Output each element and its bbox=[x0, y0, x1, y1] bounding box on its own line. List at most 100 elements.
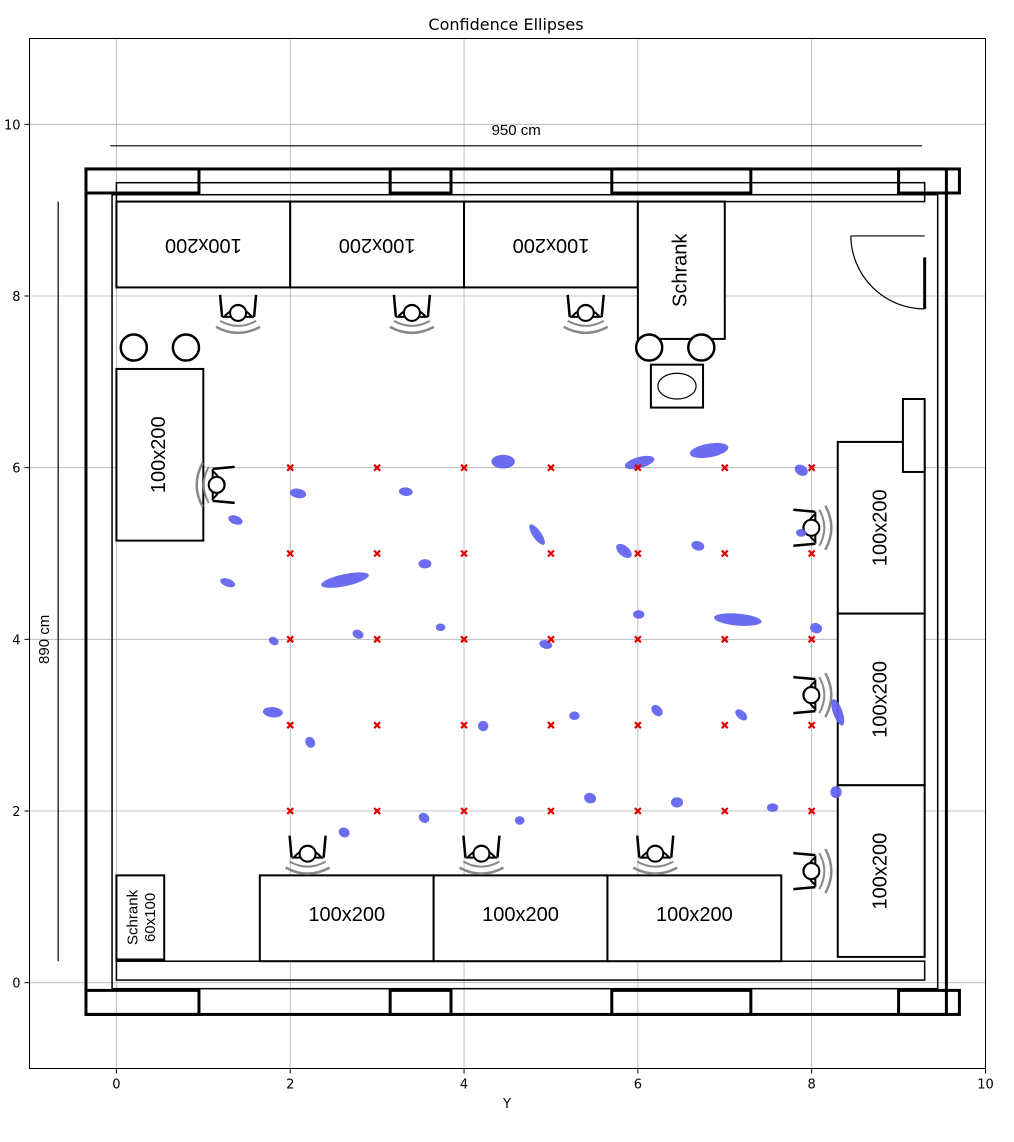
y-tick-label: 0 bbox=[12, 977, 20, 992]
inner-wall bbox=[111, 193, 939, 990]
desk-label-right: 100x200 bbox=[869, 489, 891, 566]
reference-point-marker bbox=[547, 721, 555, 729]
person-icon bbox=[458, 835, 505, 875]
x-tick-label: 2 bbox=[286, 1078, 294, 1093]
confidence-ellipse bbox=[338, 827, 350, 838]
confidence-ellipse bbox=[220, 578, 236, 588]
reference-point-marker bbox=[373, 721, 381, 729]
stool bbox=[687, 333, 716, 362]
floor-strip-bottom bbox=[115, 960, 926, 981]
reference-point-marker bbox=[286, 549, 295, 558]
reference-point-marker bbox=[720, 549, 729, 558]
confidence-ellipse bbox=[691, 540, 705, 551]
small-cabinet-label: Schrank bbox=[125, 889, 142, 945]
y-tick-label: 8 bbox=[12, 290, 20, 305]
confidence-ellipse bbox=[398, 487, 413, 497]
reference-point-marker bbox=[286, 635, 295, 644]
confidence-ellipse bbox=[491, 454, 515, 469]
confidence-ellipse bbox=[616, 543, 632, 558]
confidence-ellipse bbox=[305, 736, 316, 748]
y-tick-label: 10 bbox=[4, 118, 21, 133]
desk-right bbox=[836, 784, 926, 958]
window-bottom bbox=[610, 988, 753, 1016]
x-tick-label: 10 bbox=[977, 1078, 994, 1093]
desk-label-bottom: 100x200 bbox=[482, 904, 559, 926]
confidence-ellipse bbox=[262, 707, 283, 718]
x-tick-label: 6 bbox=[634, 1078, 642, 1093]
window-bottom bbox=[388, 988, 453, 1016]
confidence-ellipse bbox=[624, 455, 655, 470]
reference-point-marker bbox=[460, 463, 468, 472]
desk-bottom bbox=[258, 874, 435, 963]
reference-point-marker bbox=[547, 463, 555, 472]
desk-left bbox=[115, 367, 205, 542]
confidence-ellipse bbox=[418, 559, 432, 569]
reference-point-marker bbox=[460, 721, 468, 729]
desk-top bbox=[463, 200, 639, 289]
reference-marker-layer bbox=[286, 463, 816, 815]
confidence-ellipse bbox=[794, 464, 808, 476]
reference-point-marker bbox=[460, 635, 468, 644]
desk-label-top: 100x200 bbox=[165, 234, 242, 256]
desk-right bbox=[836, 612, 926, 787]
small-cabinet-size: 60x100 bbox=[142, 893, 159, 942]
window-bottom bbox=[84, 988, 201, 1016]
desk-top bbox=[289, 200, 466, 289]
confidence-ellipse bbox=[268, 636, 279, 646]
reference-point-marker bbox=[634, 463, 642, 472]
reference-point-marker bbox=[720, 721, 729, 729]
confidence-ellipse bbox=[289, 488, 307, 499]
desk-label-top: 100x200 bbox=[513, 234, 590, 256]
confidence-ellipse bbox=[435, 623, 446, 632]
reference-point-marker bbox=[807, 549, 816, 558]
confidence-ellipse bbox=[810, 622, 823, 634]
x-axis-label: Y bbox=[502, 1097, 511, 1112]
width-dimension-label: 950 cm bbox=[492, 122, 541, 139]
desk-bottom bbox=[606, 874, 783, 963]
confidence-ellipse bbox=[228, 515, 243, 525]
y-tick-label: 2 bbox=[12, 805, 20, 820]
radiator bbox=[901, 398, 926, 473]
reference-point-marker bbox=[634, 635, 642, 644]
confidence-ellipse bbox=[569, 711, 580, 721]
reference-point-marker bbox=[373, 463, 381, 472]
confidence-ellipse bbox=[796, 529, 807, 537]
person-icon bbox=[793, 672, 833, 718]
y-tick-label: 6 bbox=[12, 462, 20, 477]
confidence-ellipse bbox=[689, 442, 729, 459]
person-icon bbox=[632, 835, 678, 875]
window-top bbox=[84, 167, 201, 195]
desk-label-bottom: 100x200 bbox=[656, 904, 733, 926]
confidence-ellipse bbox=[651, 704, 663, 717]
reference-point-marker bbox=[373, 635, 381, 644]
outer-wall bbox=[84, 167, 948, 1016]
reference-point-marker bbox=[286, 807, 295, 815]
reference-point-marker bbox=[807, 721, 816, 729]
reference-point-marker bbox=[547, 807, 555, 815]
reference-point-marker bbox=[720, 807, 729, 815]
reference-point-marker bbox=[547, 635, 555, 644]
reference-point-marker bbox=[373, 807, 381, 815]
x-tick-label: 8 bbox=[808, 1078, 816, 1093]
plot-frame bbox=[29, 38, 986, 1069]
window-top bbox=[388, 167, 453, 195]
window-top bbox=[897, 167, 961, 195]
reference-point-marker bbox=[373, 549, 381, 558]
small-cabinet bbox=[115, 874, 166, 961]
confidence-ellipse bbox=[514, 816, 525, 825]
reference-point-marker bbox=[634, 807, 642, 815]
reference-point-marker bbox=[634, 549, 642, 558]
person-icon bbox=[793, 848, 833, 894]
y-tick-label: 4 bbox=[12, 633, 20, 648]
reference-point-marker bbox=[807, 807, 816, 815]
confidence-ellipse bbox=[529, 524, 545, 545]
person-icon bbox=[793, 505, 833, 551]
confidence-ellipse bbox=[713, 613, 762, 626]
person-icon bbox=[195, 462, 235, 508]
confidence-ellipse bbox=[321, 572, 369, 588]
stool bbox=[171, 333, 201, 362]
desk-top bbox=[115, 200, 292, 289]
door-swing bbox=[850, 235, 925, 310]
